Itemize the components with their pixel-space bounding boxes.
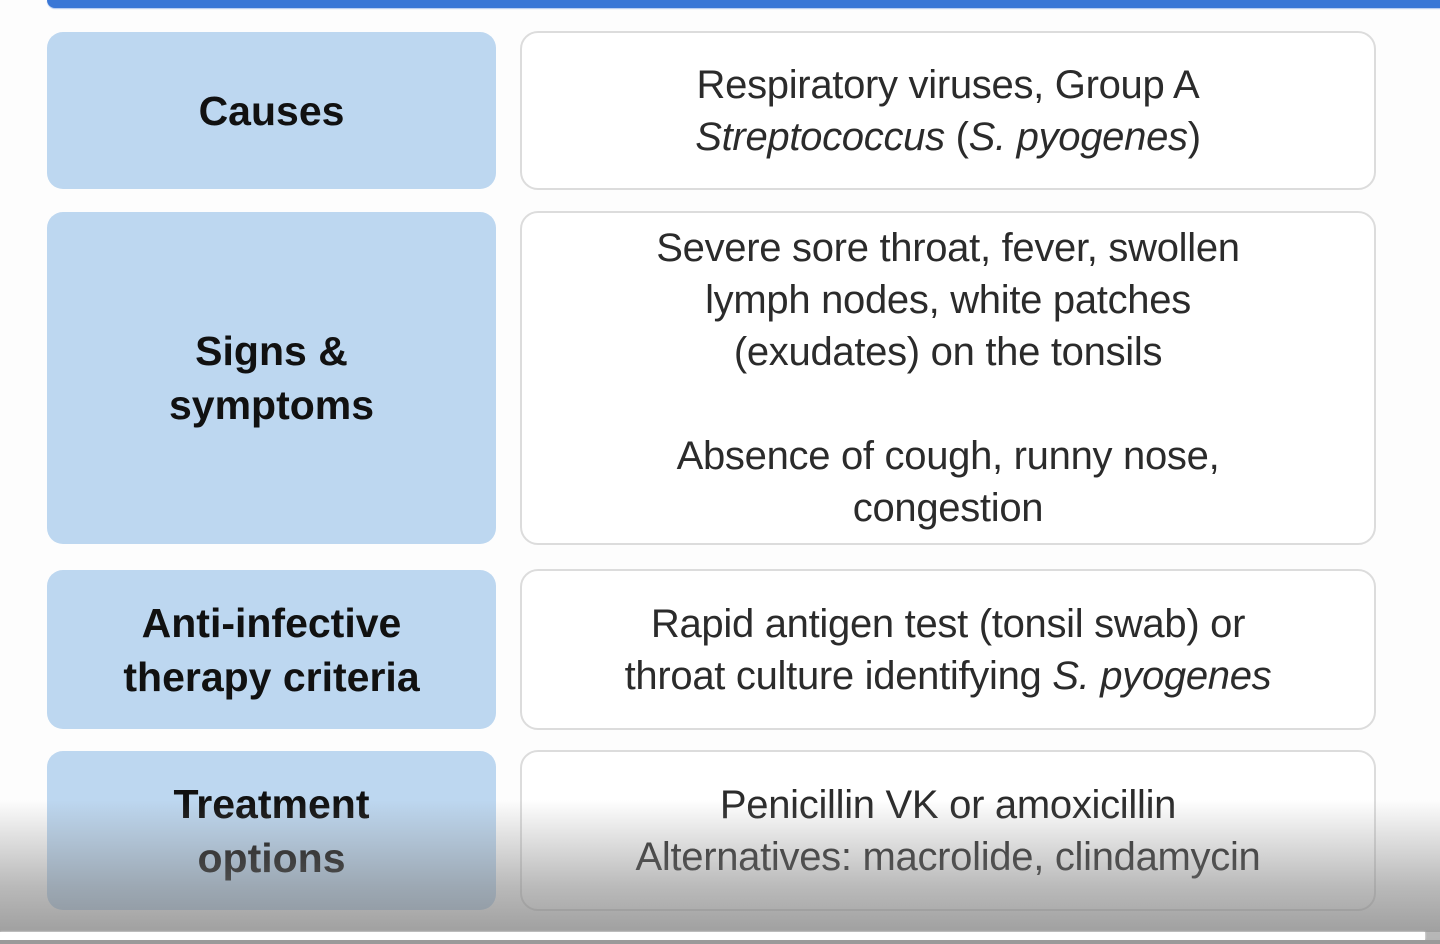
content-text: ( [944,114,969,159]
row-label-text: Signs & [195,328,348,374]
content-line: throat culture identifying S. pyogenes [625,650,1272,702]
row-label-text: Causes [198,87,345,134]
content-line: lymph nodes, white patches [705,278,1191,322]
row-label-text: symptoms [168,382,375,428]
row-label-text: Anti-infective [141,599,402,646]
header-accent-bar [47,0,1440,8]
row-label-treatment-options: Treatment options [47,751,496,910]
row-label-causes: Causes [47,32,496,189]
content-line: Respiratory viruses, Group A [697,59,1200,111]
row-content-treatment-options: Penicillin VK or amoxicillin Alternative… [520,750,1376,911]
content-line: Alternatives: macrolide, clindamycin [635,834,1261,879]
row-content-causes: Respiratory viruses, Group A Streptococc… [520,31,1376,190]
row-label-therapy-criteria: Anti-infective therapy criteria [47,570,496,729]
row-label-signs-symptoms: Signs & symptoms [47,212,496,544]
row-label-text: options [197,834,346,881]
video-progress-fill [0,932,1425,940]
content-line: Rapid antigen test (tonsil swab) or [650,601,1246,646]
species-name: S. pyogenes [968,114,1188,159]
content-line: Absence of cough, runny nose, [676,434,1220,478]
content-text: throat culture identifying [624,653,1053,698]
row-content-signs-symptoms: Severe sore throat, fever, swollen lymph… [520,211,1376,545]
video-progress-bar[interactable] [0,932,1440,940]
content-line: Penicillin VK or amoxicillin [719,782,1177,827]
content-line: (exudates) on the tonsils [733,330,1163,374]
content-line: Severe sore throat, fever, swollen [656,226,1240,270]
content-line: Streptococcus (S. pyogenes) [695,111,1201,163]
genus-name: Streptococcus [695,114,945,159]
player-bottom-edge [0,940,1440,944]
row-content-therapy-criteria: Rapid antigen test (tonsil swab) or thro… [520,569,1376,730]
content-text: Respiratory viruses, Group A [696,62,1200,107]
content-line: congestion [852,486,1044,530]
row-label-text: therapy criteria [123,653,420,700]
content-text: ) [1187,114,1201,159]
row-label-text: Treatment [173,780,370,827]
species-name: S. pyogenes [1052,653,1272,698]
